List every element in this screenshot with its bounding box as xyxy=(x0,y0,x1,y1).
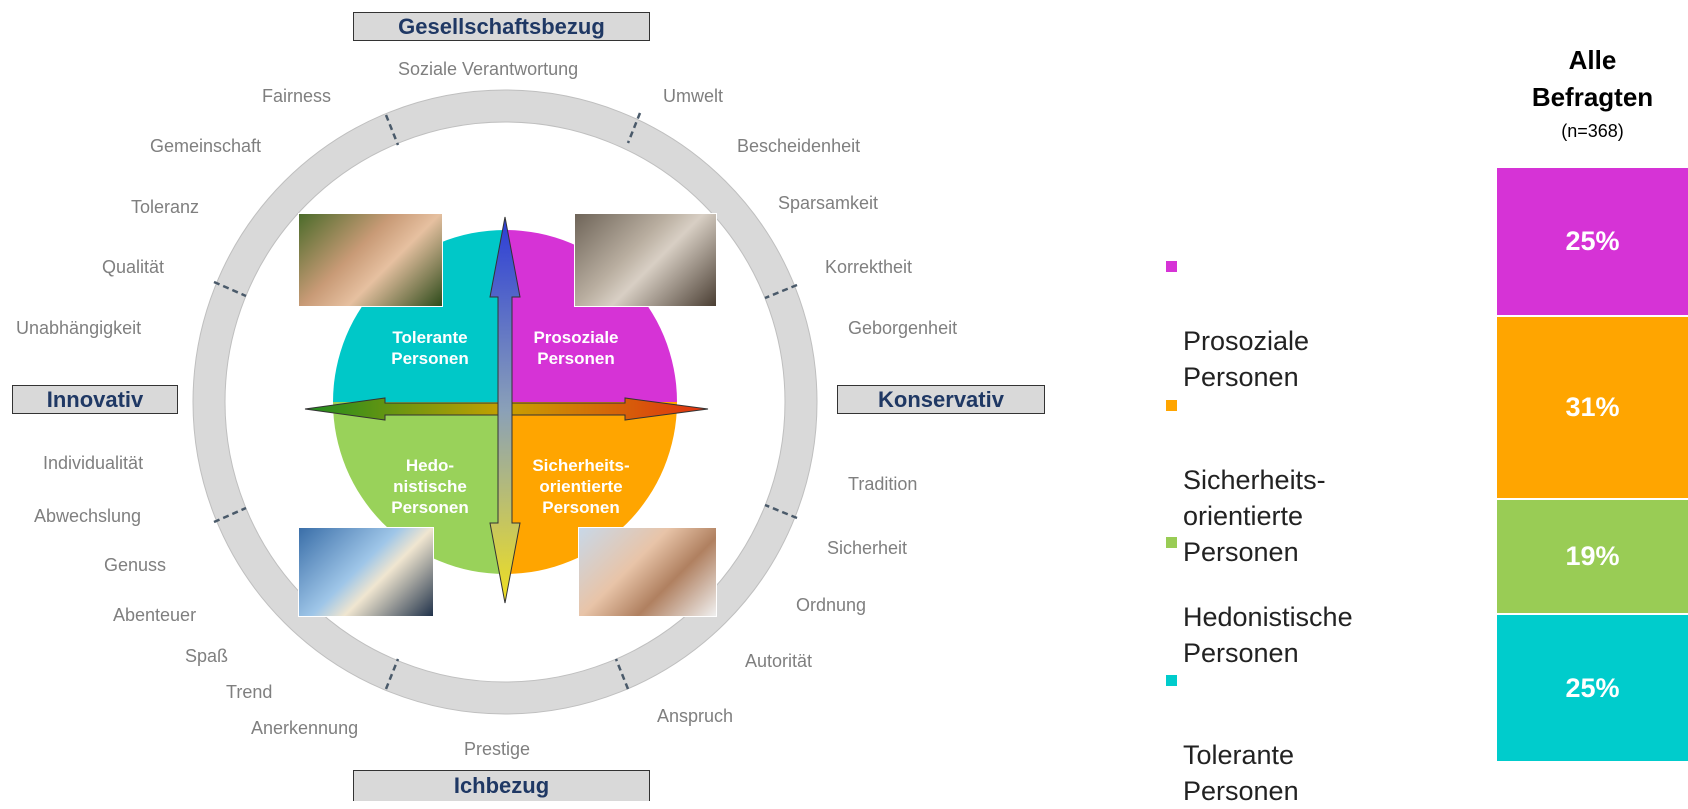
value-korrektheit: Korrektheit xyxy=(825,257,913,277)
value-prestige: Prestige xyxy=(464,739,531,759)
value-soziale-verantwortung: Soziale Verantwortung xyxy=(398,59,579,79)
quadrant-prosocial xyxy=(505,230,677,402)
value-abwechslung: Abwechslung xyxy=(34,506,142,526)
legend-item-prosocial: Prosoziale Personen xyxy=(1166,251,1310,395)
gesellschaft-ich-arrow xyxy=(489,216,521,604)
value-anerkennung: Anerkennung xyxy=(251,718,359,738)
photo-prosocial-couple xyxy=(574,213,717,307)
value-spass: Spaß xyxy=(185,646,229,666)
bar-segment-hedonistic: 19% xyxy=(1497,500,1688,615)
quadrant-label-hedonistic: Hedo- nistische Personen xyxy=(391,456,469,517)
value-sparsamkeit: Sparsamkeit xyxy=(778,193,879,213)
legend-label-prosocial: Prosoziale Personen xyxy=(1183,326,1310,392)
photo-tolerant-group xyxy=(298,213,443,307)
value-geborgenheit: Geborgenheit xyxy=(848,318,958,338)
value-unabhaengigkeit: Unabhängigkeit xyxy=(16,318,142,338)
legend-item-hedonistic: Hedonistische Personen xyxy=(1166,527,1353,671)
legend-label-security: Sicherheits- orientierte Personen xyxy=(1183,465,1326,567)
value-abenteuer: Abenteuer xyxy=(113,605,197,625)
bar-sample-size: (n=368) xyxy=(1561,121,1624,141)
legend-swatch-security xyxy=(1166,400,1177,411)
legend-item-tolerant: Tolerante Personen xyxy=(1166,665,1299,809)
quadrant-label-prosocial: Prosoziale Personen xyxy=(533,328,619,368)
quadrant-label-security: Sicherheits- orientierte Personen xyxy=(532,456,630,517)
axis-label-top: Gesellschaftsbezug xyxy=(353,12,650,41)
photo-hedonistic-party xyxy=(298,527,434,617)
ring-dividers xyxy=(213,112,798,690)
legend-label-hedonistic: Hedonistische Personen xyxy=(1183,602,1353,668)
axis-label-right: Konservativ xyxy=(837,385,1045,414)
bar-segment-security: 31% xyxy=(1497,317,1688,500)
value-tradition: Tradition xyxy=(848,474,918,494)
value-sicherheit: Sicherheit xyxy=(827,538,908,558)
legend-item-security: Sicherheits- orientierte Personen xyxy=(1166,390,1326,570)
axis-label-left: Innovativ xyxy=(12,385,178,414)
value-gemeinschaft: Gemeinschaft xyxy=(150,136,262,156)
value-fairness: Fairness xyxy=(262,86,332,106)
photo-security-family xyxy=(578,527,717,617)
bar-title-line2: Befragten xyxy=(1531,82,1654,112)
value-genuss: Genuss xyxy=(104,555,167,575)
bar-segment-tolerant: 25% xyxy=(1497,615,1688,761)
quadrant-security xyxy=(505,402,677,574)
legend-swatch-hedonistic xyxy=(1166,537,1177,548)
value-ordnung: Ordnung xyxy=(796,595,867,615)
value-anspruch: Anspruch xyxy=(657,706,734,726)
value-qualitaet: Qualität xyxy=(102,257,165,277)
value-individualitaet: Individualität xyxy=(43,453,144,473)
legend-label-tolerant: Tolerante Personen xyxy=(1183,740,1299,806)
quadrant-label-tolerant: Tolerante Personen xyxy=(391,328,469,368)
value-toleranz: Toleranz xyxy=(131,197,200,217)
value-umwelt: Umwelt xyxy=(663,86,724,106)
axis-label-bottom: Ichbezug xyxy=(353,770,650,801)
value-autoritaet: Autorität xyxy=(745,651,813,671)
legend-swatch-tolerant xyxy=(1166,675,1177,686)
value-bescheidenheit: Bescheidenheit xyxy=(737,136,861,156)
legend-swatch-prosocial xyxy=(1166,261,1177,272)
quadrant-tolerant xyxy=(333,230,505,402)
bar-segment-prosocial: 25% xyxy=(1497,168,1688,317)
value-trend: Trend xyxy=(226,682,273,702)
quadrant-hedonistic xyxy=(333,402,505,574)
bar-title-line1: Alle xyxy=(1568,45,1617,75)
